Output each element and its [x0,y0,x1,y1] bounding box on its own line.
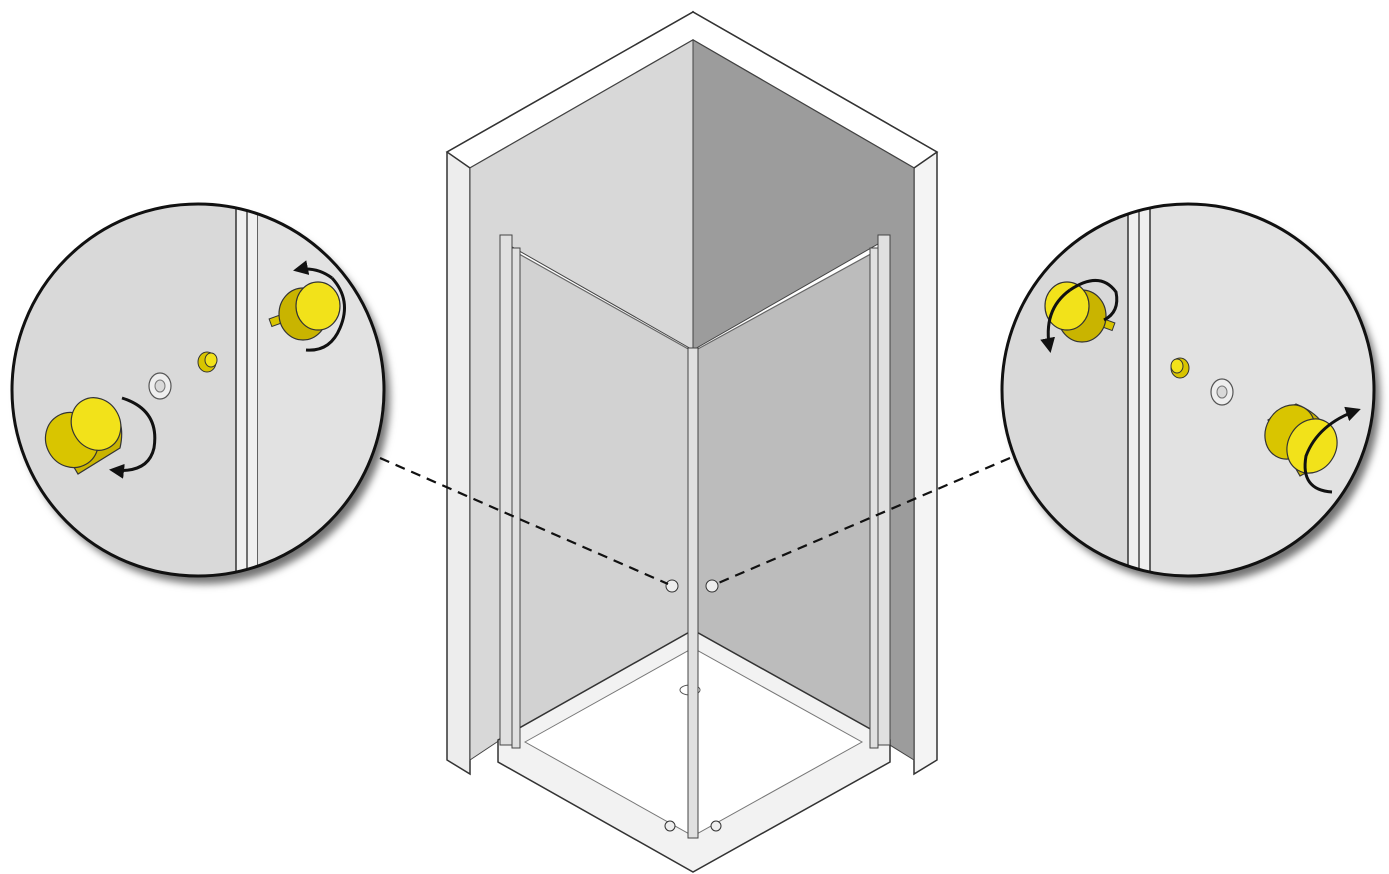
right-door-knob [705,579,719,593]
tray-foot-right [710,820,722,832]
detail-view-right [1000,202,1376,578]
nut-left [197,351,218,373]
detail-view-left [10,202,386,578]
knob-back-right [1044,281,1116,343]
right-wall-profile [877,234,891,746]
center-profile [687,347,699,839]
tray-foot-left [664,820,676,832]
shower-enclosure [445,10,939,873]
leader-line-left [379,456,669,586]
rotate-counterclockwise-arrow-icon-right [1303,406,1361,494]
knob-back-left [268,281,341,341]
washer-left [148,372,172,400]
left-door-profile [511,247,521,749]
knob-front-left [44,397,123,475]
rotate-clockwise-arrow-icon-right [1069,279,1119,322]
right-door-profile [869,247,879,749]
washer-right [1210,378,1234,406]
leader-line-right [715,456,1011,586]
nut-right [1170,357,1190,379]
frame-profiles [499,234,891,839]
rotate-counterclockwise-arrow-icon [305,276,346,352]
knob-front-right [1264,403,1338,477]
left-door-knob [665,579,679,593]
rotate-clockwise-arrow-icon [109,396,157,479]
left-wall-profile [499,234,513,746]
